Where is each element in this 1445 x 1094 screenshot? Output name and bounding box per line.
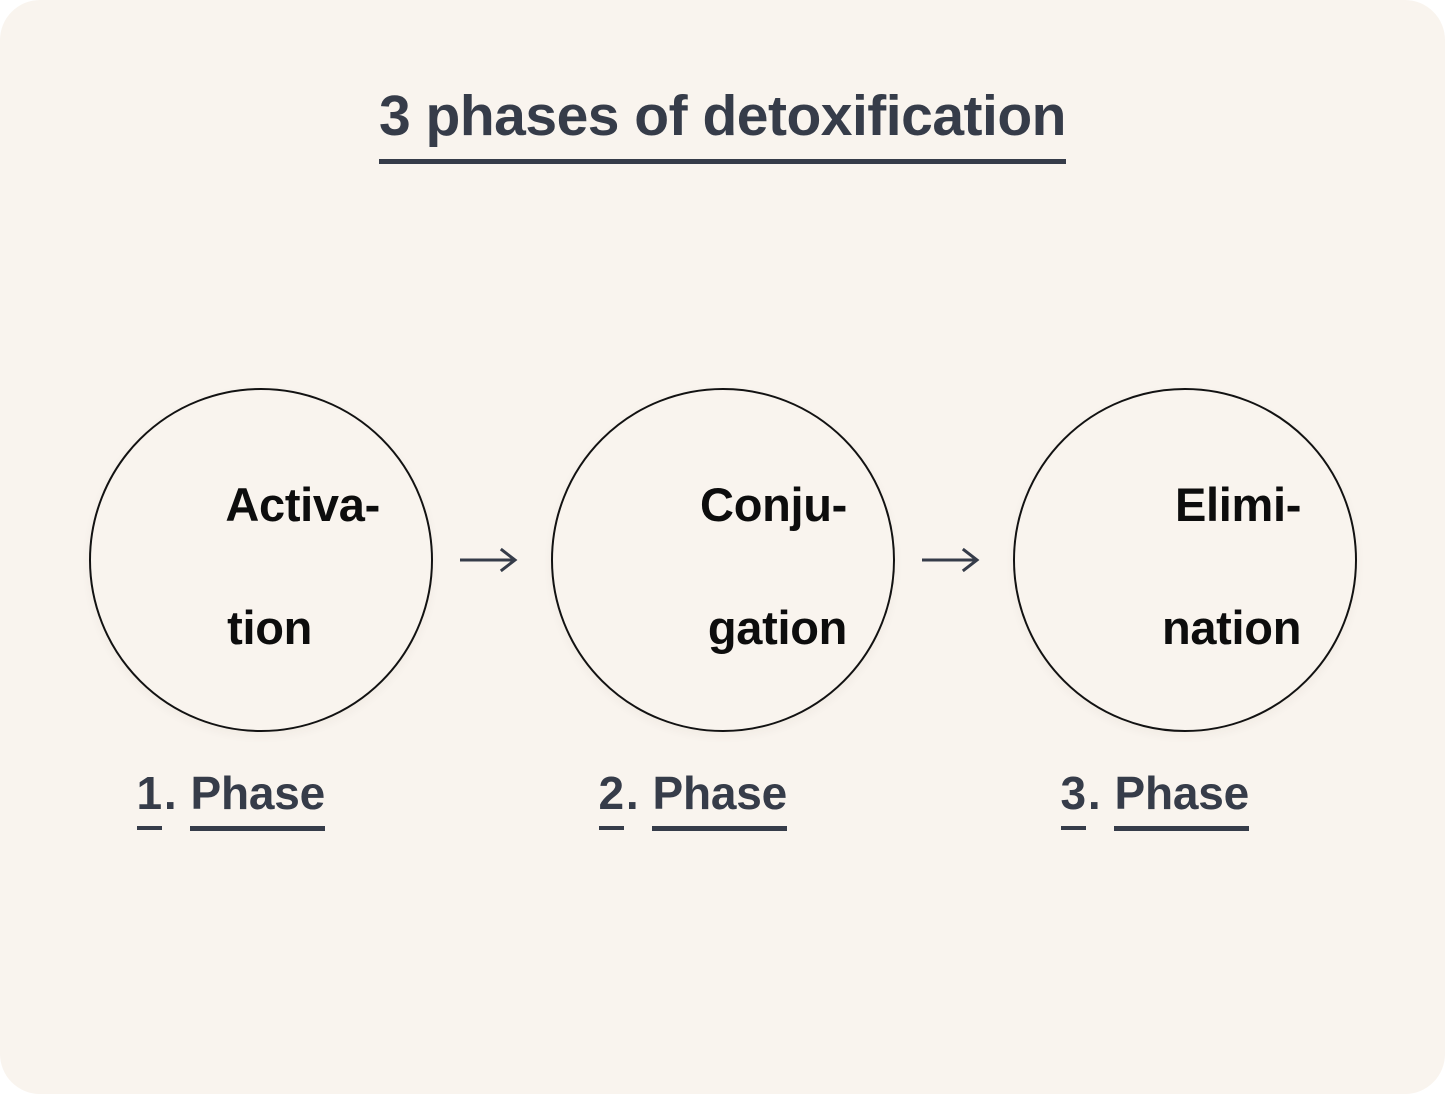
phase-caption-dot: . — [1087, 767, 1101, 819]
phase-circle-label-activation: Activa- tion — [125, 413, 380, 718]
phase-caption-number: 2 — [598, 766, 624, 830]
phase-caption-dot: . — [163, 767, 177, 819]
phase-circle-label-conjugation: Conju- gation — [598, 413, 847, 718]
phase-flow-diagram: Activa- tion Conju- gation Elimi — [0, 385, 1445, 735]
phase-circle-label-line2: nation — [1161, 600, 1302, 654]
phase-circle-label-line1: Conju- — [700, 478, 848, 532]
phase-circle-elimination: Elimi- nation — [1012, 388, 1357, 732]
phase-caption-dot: . — [625, 767, 639, 819]
flow-arrow-2 — [895, 547, 1013, 573]
phase-caption-3: 3.Phase — [1013, 766, 1357, 831]
phase-caption-2: 2.Phase — [551, 766, 895, 831]
phase-circle-activation: Activa- tion — [88, 388, 433, 732]
phase-caption-row: 1.Phase 2.Phase 3.Phase — [0, 766, 1445, 856]
page-title-container: 3 phases of detoxification — [0, 46, 1445, 202]
phase-circle-label-line2: gation — [707, 600, 848, 654]
phase-circle-label-elimination: Elimi- nation — [1060, 413, 1301, 718]
phase-caption-1: 1.Phase — [89, 766, 433, 831]
phase-circle-label-line1: Activa- — [225, 478, 380, 532]
phase-circle-conjugation: Conju- gation — [550, 388, 895, 732]
phase-caption-word: Phase — [1114, 766, 1249, 831]
phase-caption-word: Phase — [190, 766, 325, 831]
phase-caption-number: 3 — [1060, 766, 1086, 830]
flow-arrow-1 — [433, 547, 551, 573]
phase-caption-word: Phase — [652, 766, 787, 831]
phase-circle-label-line1: Elimi- — [1174, 478, 1302, 532]
page-title: 3 phases of detoxification — [379, 84, 1066, 164]
phase-circle-label-line2: tion — [227, 600, 313, 654]
phase-caption-number: 1 — [136, 766, 162, 830]
